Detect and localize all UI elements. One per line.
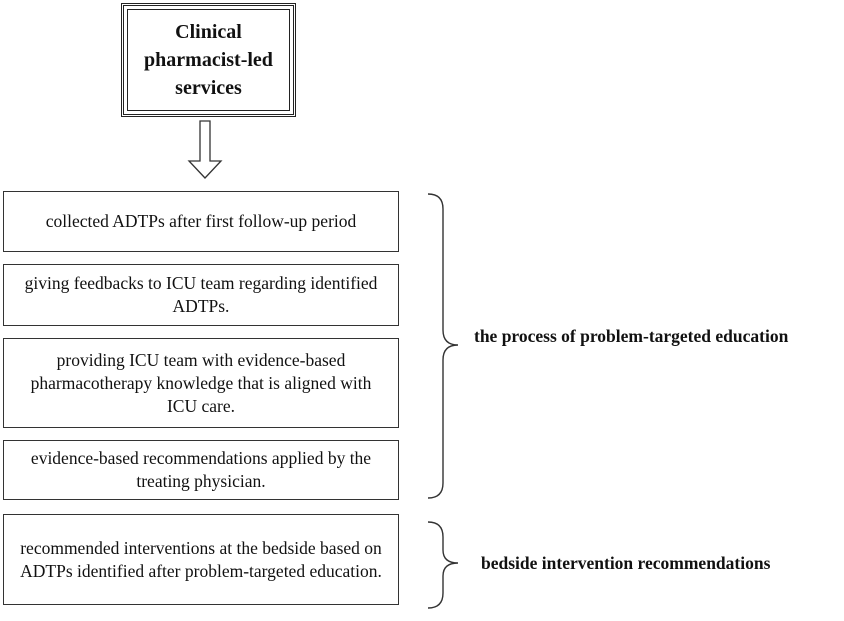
step-collect-adtps-text: collected ADTPs after first follow-up pe… bbox=[45, 211, 357, 231]
step-pharmacotherapy-knowledge-text: providing ICU team with evidence-based p… bbox=[30, 349, 372, 416]
step-collect-adtps: collected ADTPs after first follow-up pe… bbox=[3, 191, 399, 252]
brace-icon-bedside bbox=[427, 521, 459, 609]
step-pharmacotherapy-knowledge: providing ICU team with evidence-based p… bbox=[3, 338, 399, 428]
step-recommendations-applied: evidence-based recommendations applied b… bbox=[3, 440, 399, 500]
education-process-label: the process of problem-targeted educatio… bbox=[474, 326, 789, 346]
step-feedback-icu: giving feedbacks to ICU team regarding i… bbox=[3, 264, 399, 326]
pharmacist-services-box: Clinical pharmacist-led services bbox=[121, 3, 296, 117]
down-arrow-icon bbox=[187, 120, 223, 179]
step-bedside-interventions: recommended interventions at the bedside… bbox=[3, 514, 399, 605]
step-feedback-icu-text: giving feedbacks to ICU team regarding i… bbox=[24, 273, 378, 316]
brace-icon-education bbox=[427, 193, 459, 499]
pharmacist-services-label: Clinical pharmacist-led services bbox=[144, 21, 273, 99]
step-bedside-interventions-text: recommended interventions at the bedside… bbox=[20, 537, 382, 581]
step-recommendations-applied-text: evidence-based recommendations applied b… bbox=[30, 448, 372, 491]
bedside-recommendations-label: bedside intervention recommendations bbox=[481, 553, 771, 573]
